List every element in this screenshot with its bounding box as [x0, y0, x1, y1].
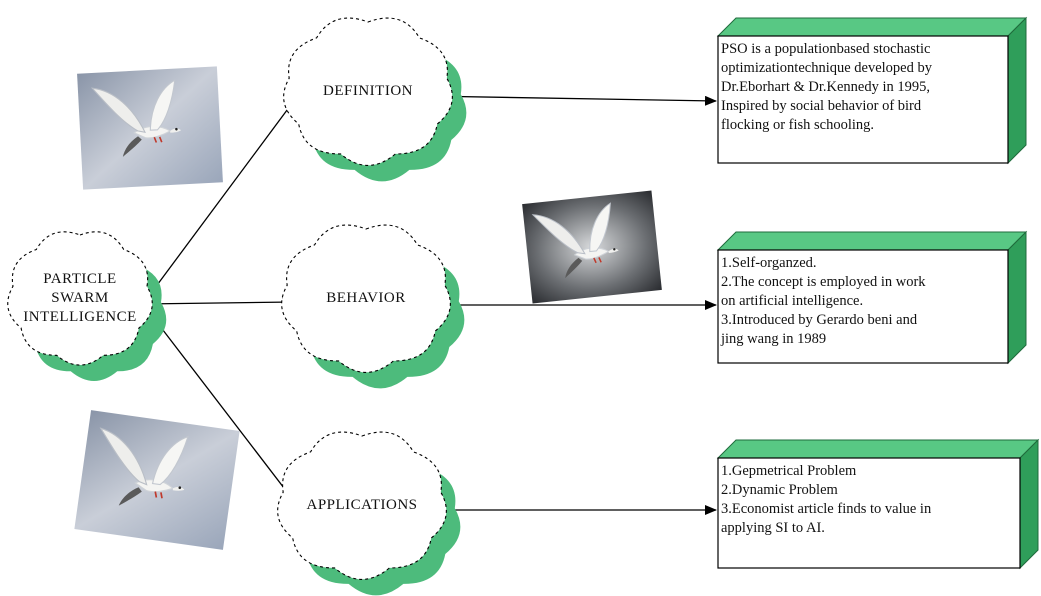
box-text-line: Inspired by social behavior of bird	[721, 98, 922, 114]
cloud-outline	[283, 17, 453, 166]
cloud-label: PARTICLE	[43, 271, 116, 287]
concept-clouds: PARTICLE SWARM INTELLIGENCE DEFINITION BEHAV…	[7, 17, 467, 596]
box-top-face	[716, 231, 1028, 251]
box-text-line: flocking or fish schooling.	[721, 117, 874, 133]
cloud-outline	[277, 431, 447, 580]
cloud-label: SWARM	[51, 290, 109, 306]
box-text-line: 3.Introduced by Gerardo beni and	[721, 312, 918, 328]
cloud-behavior: BEHAVIOR	[281, 224, 465, 389]
box-top-face	[716, 439, 1040, 459]
box-definition: PSO is a populationbased stochastic optim…	[716, 16, 1028, 165]
box-applications: 1.Gepmetrical Problem 2.Dynamic Problem 3.…	[716, 438, 1040, 570]
box-text-line: 2.The concept is employed in work	[721, 274, 926, 290]
box-text-line: 1.Self-organzed.	[721, 255, 817, 271]
cloud-label: DEFINITION	[323, 83, 413, 99]
cloud-definition: DEFINITION	[283, 17, 467, 182]
box-text-line: 1.Gepmetrical Problem	[721, 463, 857, 479]
box-behavior: 1.Self-organzed. 2.The concept is employe…	[716, 230, 1028, 365]
root-arrow-1	[142, 97, 297, 305]
cloud-applications: APPLICATIONS	[277, 431, 461, 596]
cloud-outline	[7, 231, 153, 366]
cloud-outline	[281, 224, 451, 373]
box-text-line: 2.Dynamic Problem	[721, 482, 839, 498]
description-boxes: PSO is a populationbased stochastic optim…	[716, 16, 1040, 570]
dove-photo-icon	[77, 66, 223, 190]
cloud-label: INTELLIGENCE	[23, 309, 136, 325]
box-top-face	[716, 17, 1028, 37]
box-text-line: on artificial intelligence.	[721, 293, 863, 309]
box-text-line: 3.Economist article finds to value in	[721, 501, 932, 517]
box-side-face	[1007, 230, 1027, 365]
cloud-label: APPLICATIONS	[306, 497, 417, 513]
box-front-face	[717, 249, 1009, 364]
connector-lines	[142, 95, 717, 515]
box-text-line: applying SI to AI.	[721, 520, 825, 536]
dove-photo-icon	[74, 410, 240, 550]
dove-photo-icon	[522, 190, 662, 304]
box-text-line: Dr.Eborhart & Dr.Kennedy in 1995,	[721, 79, 930, 95]
root-arrow-2	[142, 297, 294, 308]
root-arrow-3	[142, 303, 298, 506]
box-front-face	[717, 457, 1021, 569]
branch-arrow-1	[425, 95, 717, 106]
box-front-face	[717, 35, 1009, 164]
box-text-line: PSO is a populationbased stochastic	[721, 41, 930, 57]
root-cloud: PARTICLE SWARM INTELLIGENCE	[7, 231, 167, 382]
box-text-line: optimizationtechnique developed by	[721, 60, 933, 76]
cloud-label: BEHAVIOR	[326, 290, 406, 306]
box-side-face	[1007, 16, 1027, 165]
dove-photos	[74, 66, 662, 550]
box-text-line: jing wang in 1989	[720, 331, 826, 347]
box-side-face	[1019, 438, 1039, 570]
